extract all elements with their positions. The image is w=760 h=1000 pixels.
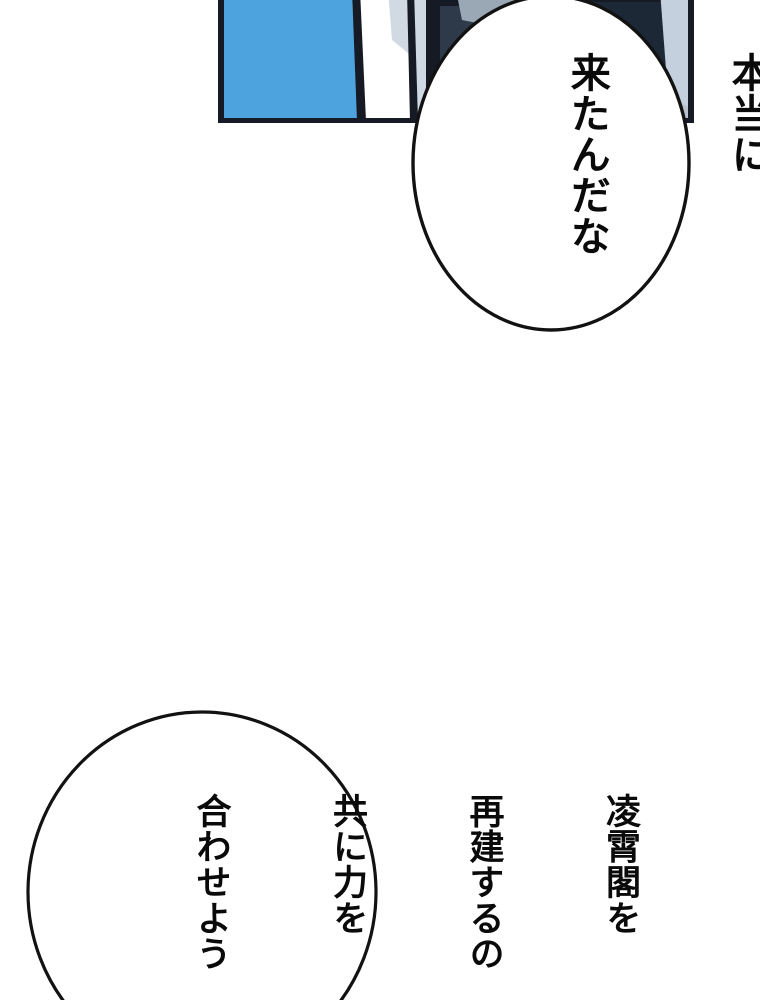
blue-white-divider-shape bbox=[352, 0, 366, 121]
white-gray-divider-shape bbox=[407, 0, 418, 121]
bubble-top-column-3: 来たんだな bbox=[563, 52, 610, 256]
panel-right-border bbox=[688, 0, 694, 123]
bubble-top-column-2: 本当に bbox=[724, 52, 760, 175]
panel-left-border bbox=[218, 0, 224, 123]
speech-bubble-top-shape bbox=[411, 0, 691, 332]
speech-bubble-top-text: はは 本当に 来たんだな bbox=[452, 52, 760, 256]
speech-bubble-bottom-shape bbox=[26, 710, 378, 1000]
bubble-bottom-column-2: 再建するの bbox=[463, 793, 504, 972]
blue-block-shape bbox=[222, 0, 358, 120]
bubble-bottom-column-3: 共に力を bbox=[327, 793, 367, 936]
speech-bubble-bottom-text: 凌霄閣を 再建するの 共に力を 合わせよう bbox=[96, 793, 733, 972]
bubble-bottom-column-4: 合わせよう bbox=[190, 793, 231, 972]
bubble-bottom-column-1: 凌霄閣を bbox=[600, 793, 640, 936]
